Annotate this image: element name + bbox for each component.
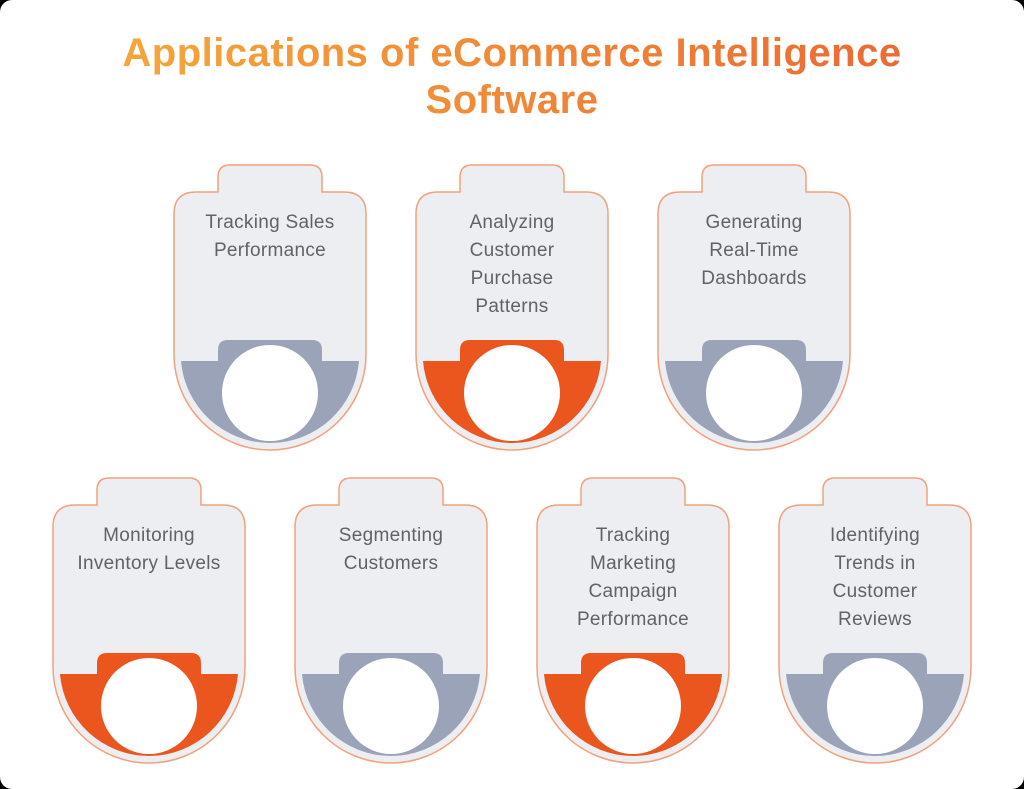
icon-circle (585, 658, 681, 754)
application-card: Tracking Marketing Campaign Performance (536, 477, 730, 764)
card-label: Monitoring Inventory Levels (77, 525, 221, 574)
application-card: Monitoring Inventory Levels (52, 477, 246, 764)
page-title-text: Applications of eCommerce Intelligence S… (122, 31, 902, 122)
icon-circle (464, 345, 560, 441)
card-label: Tracking Marketing Campaign Performance (576, 525, 690, 630)
card-badge-shape (173, 164, 367, 451)
card-badge-shape (657, 164, 851, 451)
icon-circle (706, 345, 802, 441)
icon-circle (827, 658, 923, 754)
application-card: Segmenting Customers (294, 477, 488, 764)
card-label: Segmenting Customers (338, 525, 444, 574)
application-card: Analyzing Customer Purchase Patterns (415, 164, 609, 451)
application-card: Generating Real-Time Dashboards (657, 164, 851, 451)
card-badge-shape (536, 477, 730, 764)
icon-circle (101, 658, 197, 754)
card-label: Identifying Trends in Customer Reviews (830, 525, 920, 630)
card-label: Tracking Sales Performance (205, 212, 335, 261)
page-title: Applications of eCommerce Intelligence S… (52, 30, 972, 124)
application-card: Tracking Sales Performance (173, 164, 367, 451)
icon-circle (343, 658, 439, 754)
application-card: Identifying Trends in Customer Reviews (778, 477, 972, 764)
card-row-top: Tracking Sales Performance Analyzing Cus… (0, 164, 1024, 451)
card-row-bottom: Monitoring Inventory Levels Segmenting C… (0, 477, 1024, 764)
card-badge-shape (294, 477, 488, 764)
icon-circle (222, 345, 318, 441)
card-badge-shape (778, 477, 972, 764)
card-label: Generating Real-Time Dashboards (701, 212, 807, 289)
card-label: Analyzing Customer Purchase Patterns (469, 212, 555, 317)
card-badge-shape (415, 164, 609, 451)
card-badge-shape (52, 477, 246, 764)
